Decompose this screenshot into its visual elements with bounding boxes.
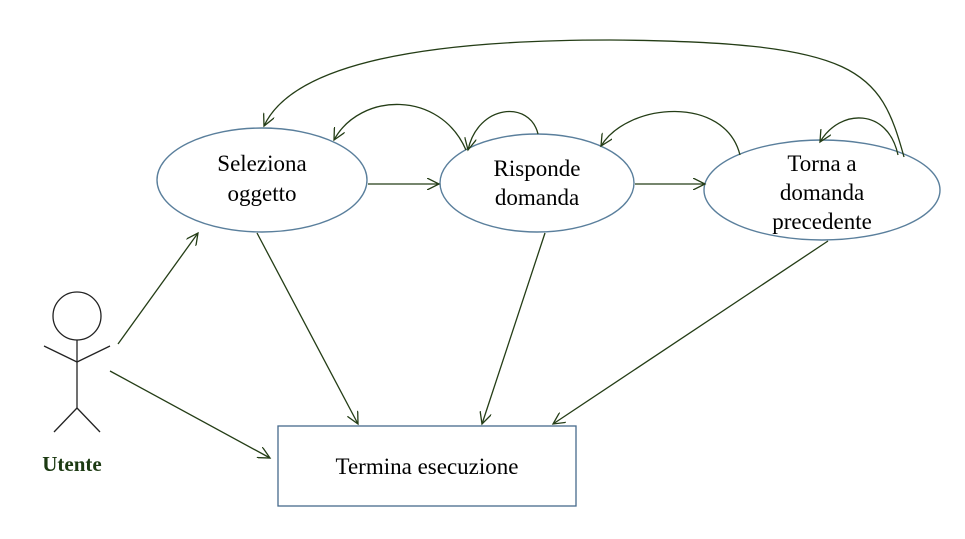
arrow-torna-self-loop: [820, 117, 899, 156]
arrow-risponde-to-termina: [482, 232, 546, 424]
arrow-risponde-self-loop: [468, 110, 539, 150]
actor-utente[interactable]: [43, 291, 111, 433]
use-case-ellipse: [439, 133, 635, 233]
actor-left-leg: [53, 407, 78, 433]
arrow-torna-to-termina: [553, 240, 829, 424]
arrow-torna-to-seleziona-arc: [264, 39, 905, 158]
use-case-label-line: domanda: [780, 180, 864, 205]
actor-label: Utente: [42, 452, 101, 476]
use-case-seleziona-oggetto[interactable]: Seleziona oggetto: [156, 127, 368, 233]
actor-head: [52, 291, 102, 341]
terminal-rect: [277, 425, 577, 507]
arrow-actor-to-seleziona: [117, 233, 198, 345]
actor-left-arm: [43, 345, 78, 363]
terminal-label: Termina esecuzione: [336, 454, 519, 479]
use-case-label-line: Torna a: [787, 151, 856, 176]
use-case-label-line: domanda: [495, 185, 579, 210]
use-case-label-line: Seleziona: [217, 151, 306, 176]
use-case-label-line: precedente: [772, 209, 872, 234]
use-case-label-line: oggetto: [228, 181, 297, 206]
arrow-torna-to-risponde-arc: [601, 110, 741, 156]
use-case-risponde-domanda[interactable]: Risponde domanda: [439, 133, 635, 233]
arrow-risponde-to-seleziona-arc: [334, 103, 467, 151]
actor-right-leg: [76, 407, 101, 433]
use-case-ellipse: [156, 127, 368, 233]
termina-esecuzione-box[interactable]: Termina esecuzione: [277, 425, 577, 507]
arrow-seleziona-to-termina: [256, 232, 358, 424]
use-case-torna-domanda-precedente[interactable]: Torna a domanda precedente: [703, 139, 941, 241]
actor-right-arm: [76, 345, 111, 363]
use-case-label-line: Risponde: [494, 156, 581, 181]
arrow-actor-to-termina: [109, 370, 270, 458]
